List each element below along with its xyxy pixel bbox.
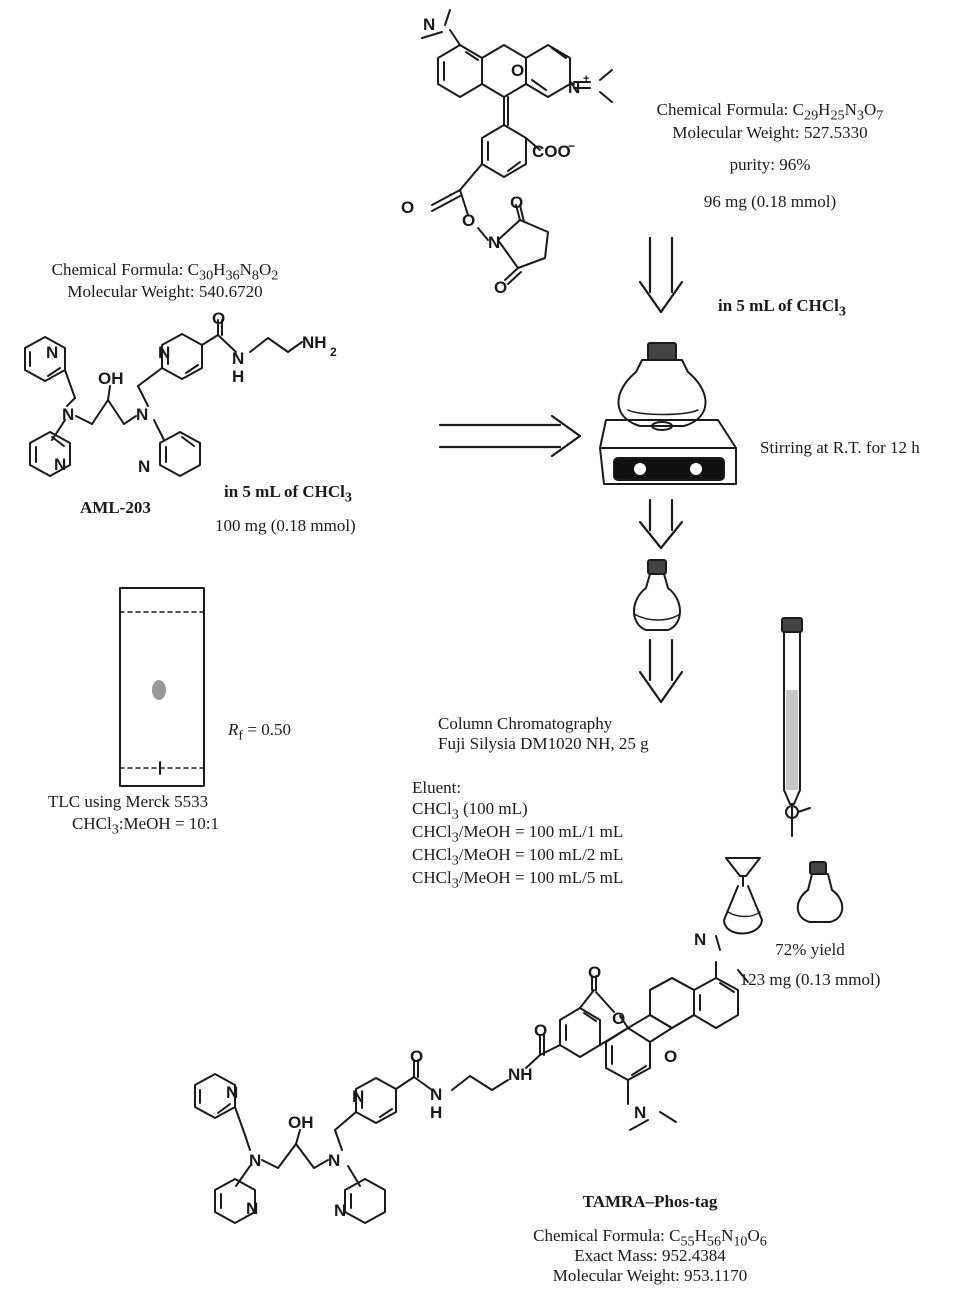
- product-name: TAMRA–Phos-tag: [582, 1192, 718, 1211]
- arrow-down-1: [638, 236, 684, 314]
- svg-text:N: N: [62, 405, 74, 424]
- aml-amount: 100 mg (0.18 mmol): [215, 516, 356, 535]
- aml-mw: Molecular Weight: 540.6720: [67, 282, 263, 301]
- product-structure: [194, 935, 749, 1224]
- svg-text:N: N: [423, 15, 435, 34]
- svg-text:N: N: [158, 343, 170, 362]
- svg-text:O: O: [401, 198, 414, 217]
- svg-text:H: H: [430, 1103, 442, 1122]
- svg-text:O: O: [510, 193, 523, 212]
- arrow-right-aml: [438, 414, 582, 458]
- rf-value: Rf = 0.50: [228, 720, 291, 744]
- svg-text:N: N: [232, 349, 244, 368]
- svg-text:−: −: [568, 139, 575, 153]
- svg-text:O: O: [511, 61, 524, 80]
- svg-text:N: N: [334, 1201, 346, 1220]
- tlc-caption-2: CHCl3:MeOH = 10:1: [72, 814, 220, 838]
- svg-text:NH: NH: [302, 333, 327, 352]
- tamra-se-formula: Chemical Formula: C29H25N3O7: [656, 100, 884, 124]
- svg-text:COO: COO: [532, 142, 571, 161]
- product-amount: 123 mg (0.13 mmol): [739, 970, 881, 989]
- svg-text:N: N: [328, 1151, 340, 1170]
- svg-text:OH: OH: [288, 1113, 314, 1132]
- aml-203-structure: [24, 319, 303, 477]
- svg-text:+: +: [583, 73, 589, 85]
- funnel-and-flask: [723, 857, 763, 935]
- yield-label: 72% yield: [775, 940, 845, 959]
- svg-text:NH: NH: [508, 1065, 533, 1084]
- eluent-4: CHCl3/MeOH = 100 mL/5 mL: [412, 868, 624, 892]
- tamra-se-amount: 96 mg (0.18 mmol): [703, 192, 837, 211]
- svg-text:N: N: [246, 1199, 258, 1218]
- tlc-caption-1: TLC using Merck 5533: [48, 792, 209, 811]
- svg-text:OH: OH: [98, 369, 124, 388]
- svg-text:N: N: [138, 457, 150, 476]
- svg-text:N: N: [54, 455, 66, 474]
- svg-text:N: N: [46, 343, 58, 362]
- svg-text:O: O: [410, 1047, 423, 1066]
- stirrer-flask-icon: [599, 342, 737, 485]
- flask-icon: [633, 559, 681, 631]
- eluent-1: CHCl3 (100 mL): [412, 799, 528, 823]
- svg-text:O: O: [534, 1021, 547, 1040]
- eluent-2: CHCl3/MeOH = 100 mL/1 mL: [412, 822, 624, 846]
- svg-text:N: N: [694, 930, 706, 949]
- aml-formula: Chemical Formula: C30H36N8O2: [51, 260, 279, 284]
- svg-text:N: N: [352, 1087, 364, 1106]
- svg-text:N: N: [488, 233, 500, 252]
- svg-text:N: N: [634, 1103, 646, 1122]
- product-mw: Molecular Weight: 953.1170: [552, 1266, 748, 1285]
- tamra-se-mw: Molecular Weight: 527.5330: [672, 123, 868, 142]
- tamra-se-structure: [421, 9, 613, 285]
- atom-labels: N O N + COO − O O N O O N OH N N N N N O…: [46, 15, 706, 1220]
- product-exact-mass: Exact Mass: 952.4384: [574, 1246, 726, 1265]
- arrow-down-2: [638, 498, 684, 550]
- product-formula: Chemical Formula: C55H56N10O6: [533, 1226, 767, 1250]
- svg-text:O: O: [612, 1009, 625, 1028]
- svg-text:O: O: [664, 1047, 677, 1066]
- eluent-3: CHCl3/MeOH = 100 mL/2 mL: [412, 845, 624, 869]
- svg-text:N: N: [226, 1083, 238, 1102]
- svg-text:N: N: [430, 1085, 442, 1104]
- svg-text:H: H: [232, 367, 244, 386]
- receiving-flask: [796, 861, 844, 923]
- svg-text:O: O: [462, 211, 475, 230]
- tlc-plate: [119, 587, 205, 787]
- column-line-1: Column Chromatography: [438, 714, 613, 733]
- column-line-2: Fuji Silysia DM1020 NH, 25 g: [438, 734, 649, 753]
- svg-text:O: O: [588, 963, 601, 982]
- svg-text:O: O: [494, 278, 507, 297]
- stirring-label: Stirring at R.T. for 12 h: [760, 438, 920, 457]
- tamra-se-purity: purity: 96%: [729, 155, 811, 174]
- aml-name: AML-203: [80, 498, 151, 517]
- eluent-label: Eluent:: [412, 778, 462, 797]
- svg-text:2: 2: [330, 345, 337, 359]
- svg-text:N: N: [568, 78, 580, 97]
- svg-text:N: N: [136, 405, 148, 424]
- solvent-top-label: in 5 mL of CHCl3: [718, 296, 846, 320]
- arrow-down-3: [638, 638, 684, 704]
- chromatography-column: [781, 617, 811, 837]
- aml-solvent: in 5 mL of CHCl3: [224, 482, 352, 506]
- svg-text:N: N: [249, 1151, 261, 1170]
- svg-text:O: O: [212, 309, 225, 328]
